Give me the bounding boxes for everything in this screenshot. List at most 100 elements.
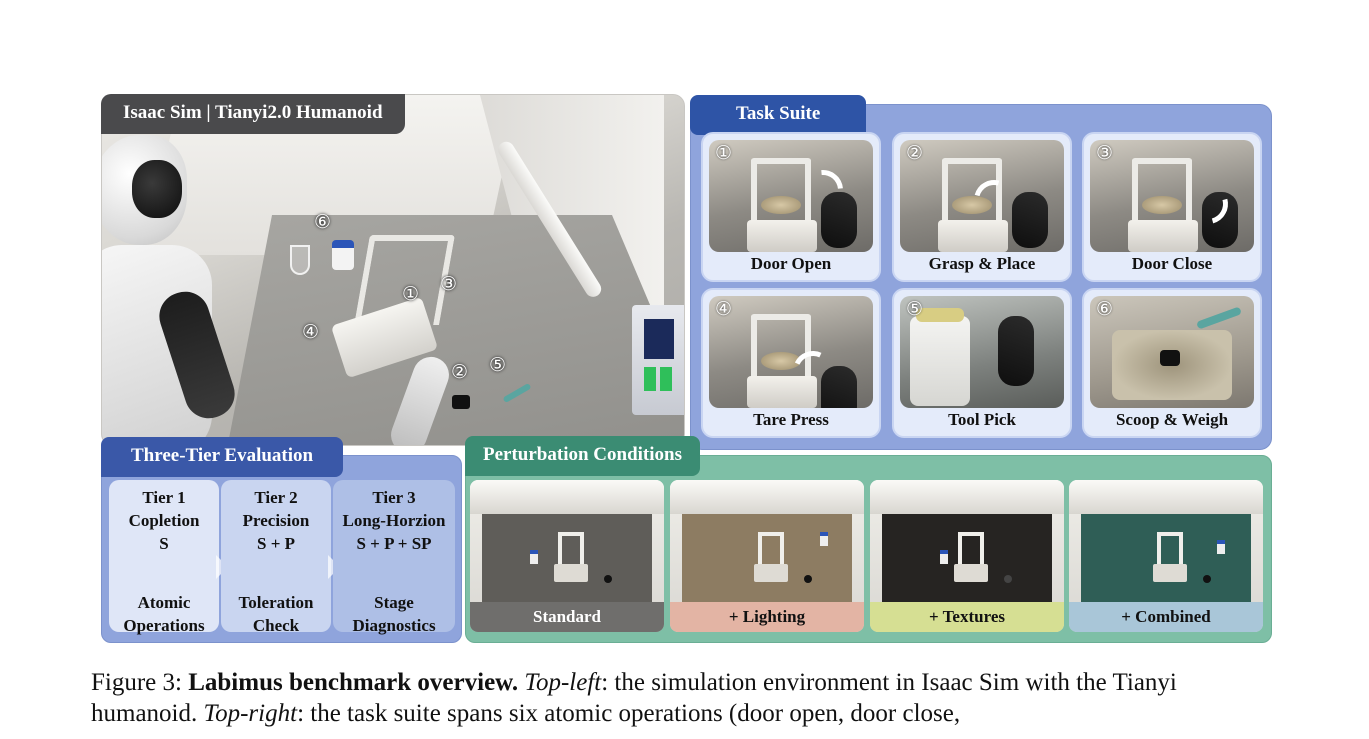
sim-panel-title: Isaac Sim | Tianyi2.0 Humanoid [101,94,405,134]
task-number: ⑥ [1096,298,1114,320]
tier-card-1: Tier 1 Copletion S Atomic Operations [109,480,219,635]
balance-base [747,220,817,252]
robot-hand [821,366,857,408]
marker-2: ② [451,361,469,383]
caption-top-left-label: Top-left [524,669,602,696]
cabinet-floor [682,514,852,602]
task-suite-title: Task Suite [690,95,867,135]
figure-caption: Figure 3: Labimus benchmark overview. To… [91,667,1281,729]
task-card-tare-press: ④ Tare Press [701,288,881,438]
balance-base [554,564,588,582]
reagent-bottle [332,240,354,270]
task-label: Scoop & Weigh [1115,410,1229,429]
task-number: ① [715,142,733,164]
reagent-bottle [1217,540,1225,554]
task-number: ② [906,142,924,164]
robot-hand [821,192,857,248]
weight-object [804,575,812,583]
balance-frame [558,532,584,568]
caption-figure-number: Figure 3: [91,669,189,696]
caption-top-left-text: : the simulation environment in Isaac Si… [91,669,1177,727]
device-screen [644,319,674,359]
marker-1: ① [402,283,420,305]
cabinet-floor [1081,514,1251,602]
tier-name: Long-Horzion [342,511,446,530]
cabinet-top [870,480,1064,514]
balance-frame [758,532,784,568]
condition-card-standard: Standard [470,480,664,632]
cabinet-floor [482,514,652,602]
condition-card-lighting: + Lighting [670,480,864,632]
task-number: ④ [715,298,733,320]
marker-5: ⑤ [489,354,507,376]
perturbation-title: Perturbation Conditions [465,436,700,476]
tier-card-3: Tier 3 Long-Horzion S + P + SP Stage Dia… [333,480,455,635]
task-label: Tare Press [753,410,829,429]
task-label: Door Close [1131,254,1213,273]
marker-6: ⑥ [314,211,332,233]
caption-top-right-text: : the task suite spans six atomic operat… [297,700,961,727]
balance-base [1153,564,1187,582]
condition-label: + Lighting [670,602,864,632]
marker-3: ③ [440,273,458,295]
flask [290,245,310,275]
condition-label: + Textures [870,602,1064,632]
task-card-tool-pick: ⑤ Tool Pick [892,288,1072,438]
cabinet-top [1069,480,1263,514]
tier-name: Copletion [128,511,200,530]
reagent-bottle [530,550,538,564]
robot-hand [1012,192,1048,248]
task-image [900,296,1064,408]
device-buttons [644,367,674,391]
task-card-door-close: ③ Door Close [1082,132,1262,282]
tier-metric: S [159,534,169,553]
balance-base [938,220,1008,252]
three-tier-title: Three-Tier Evaluation [101,437,344,477]
condition-label: Standard [470,602,664,632]
balance-frame [751,158,811,250]
task-number: ③ [1096,142,1114,164]
balance-frame [958,532,984,568]
cabinet-top [470,480,664,514]
bottle-contents [916,308,964,322]
task-number: ⑤ [906,298,924,320]
caption-top-right-label: Top-right [203,700,298,727]
simulation-panel: ⑥ ① ③ ④ ② ⑤ [101,94,685,446]
caption-title: Labimus benchmark overview. [188,669,519,696]
balance-base [754,564,788,582]
scoop-tool [1196,306,1242,330]
balance-frame [1157,532,1183,568]
balance-pan [952,196,992,214]
tier-desc-line2: Check [252,616,300,635]
task-image [709,140,873,252]
condition-card-textures: + Textures [870,480,1064,632]
tier-desc-line2: Diagnostics [352,616,436,635]
tier-heading: Tier 2 [254,488,298,507]
balance-frame [1132,158,1192,250]
cabinet-top [670,480,864,514]
condition-card-combined: + Combined [1069,480,1263,632]
task-label: Door Open [750,254,832,273]
tier-metric: S + P + SP [356,534,432,553]
balance-pan [761,352,801,370]
task-card-grasp-place: ② Grasp & Place [892,132,1072,282]
robot-face [132,160,182,218]
tier-card-2: Tier 2 Precision S + P Toleration Check [221,480,331,635]
reagent-bottle [910,316,970,406]
marker-4: ④ [302,321,320,343]
balance-pan [1142,196,1182,214]
tier-metric: S + P [256,534,296,553]
task-card-door-open: ① Door Open [701,132,881,282]
tier-desc-line1: Stage [374,593,414,612]
weight-object [1004,575,1012,583]
task-image [709,296,873,408]
robot-hand [1202,192,1238,248]
task-image [1090,140,1254,252]
balance-base [1128,220,1198,252]
balance-frame [751,314,811,406]
weight-object [1203,575,1211,583]
tier-heading: Tier 1 [142,488,186,507]
condition-label: + Combined [1069,602,1263,632]
lab-device [632,305,684,415]
tier-name: Precision [242,511,310,530]
